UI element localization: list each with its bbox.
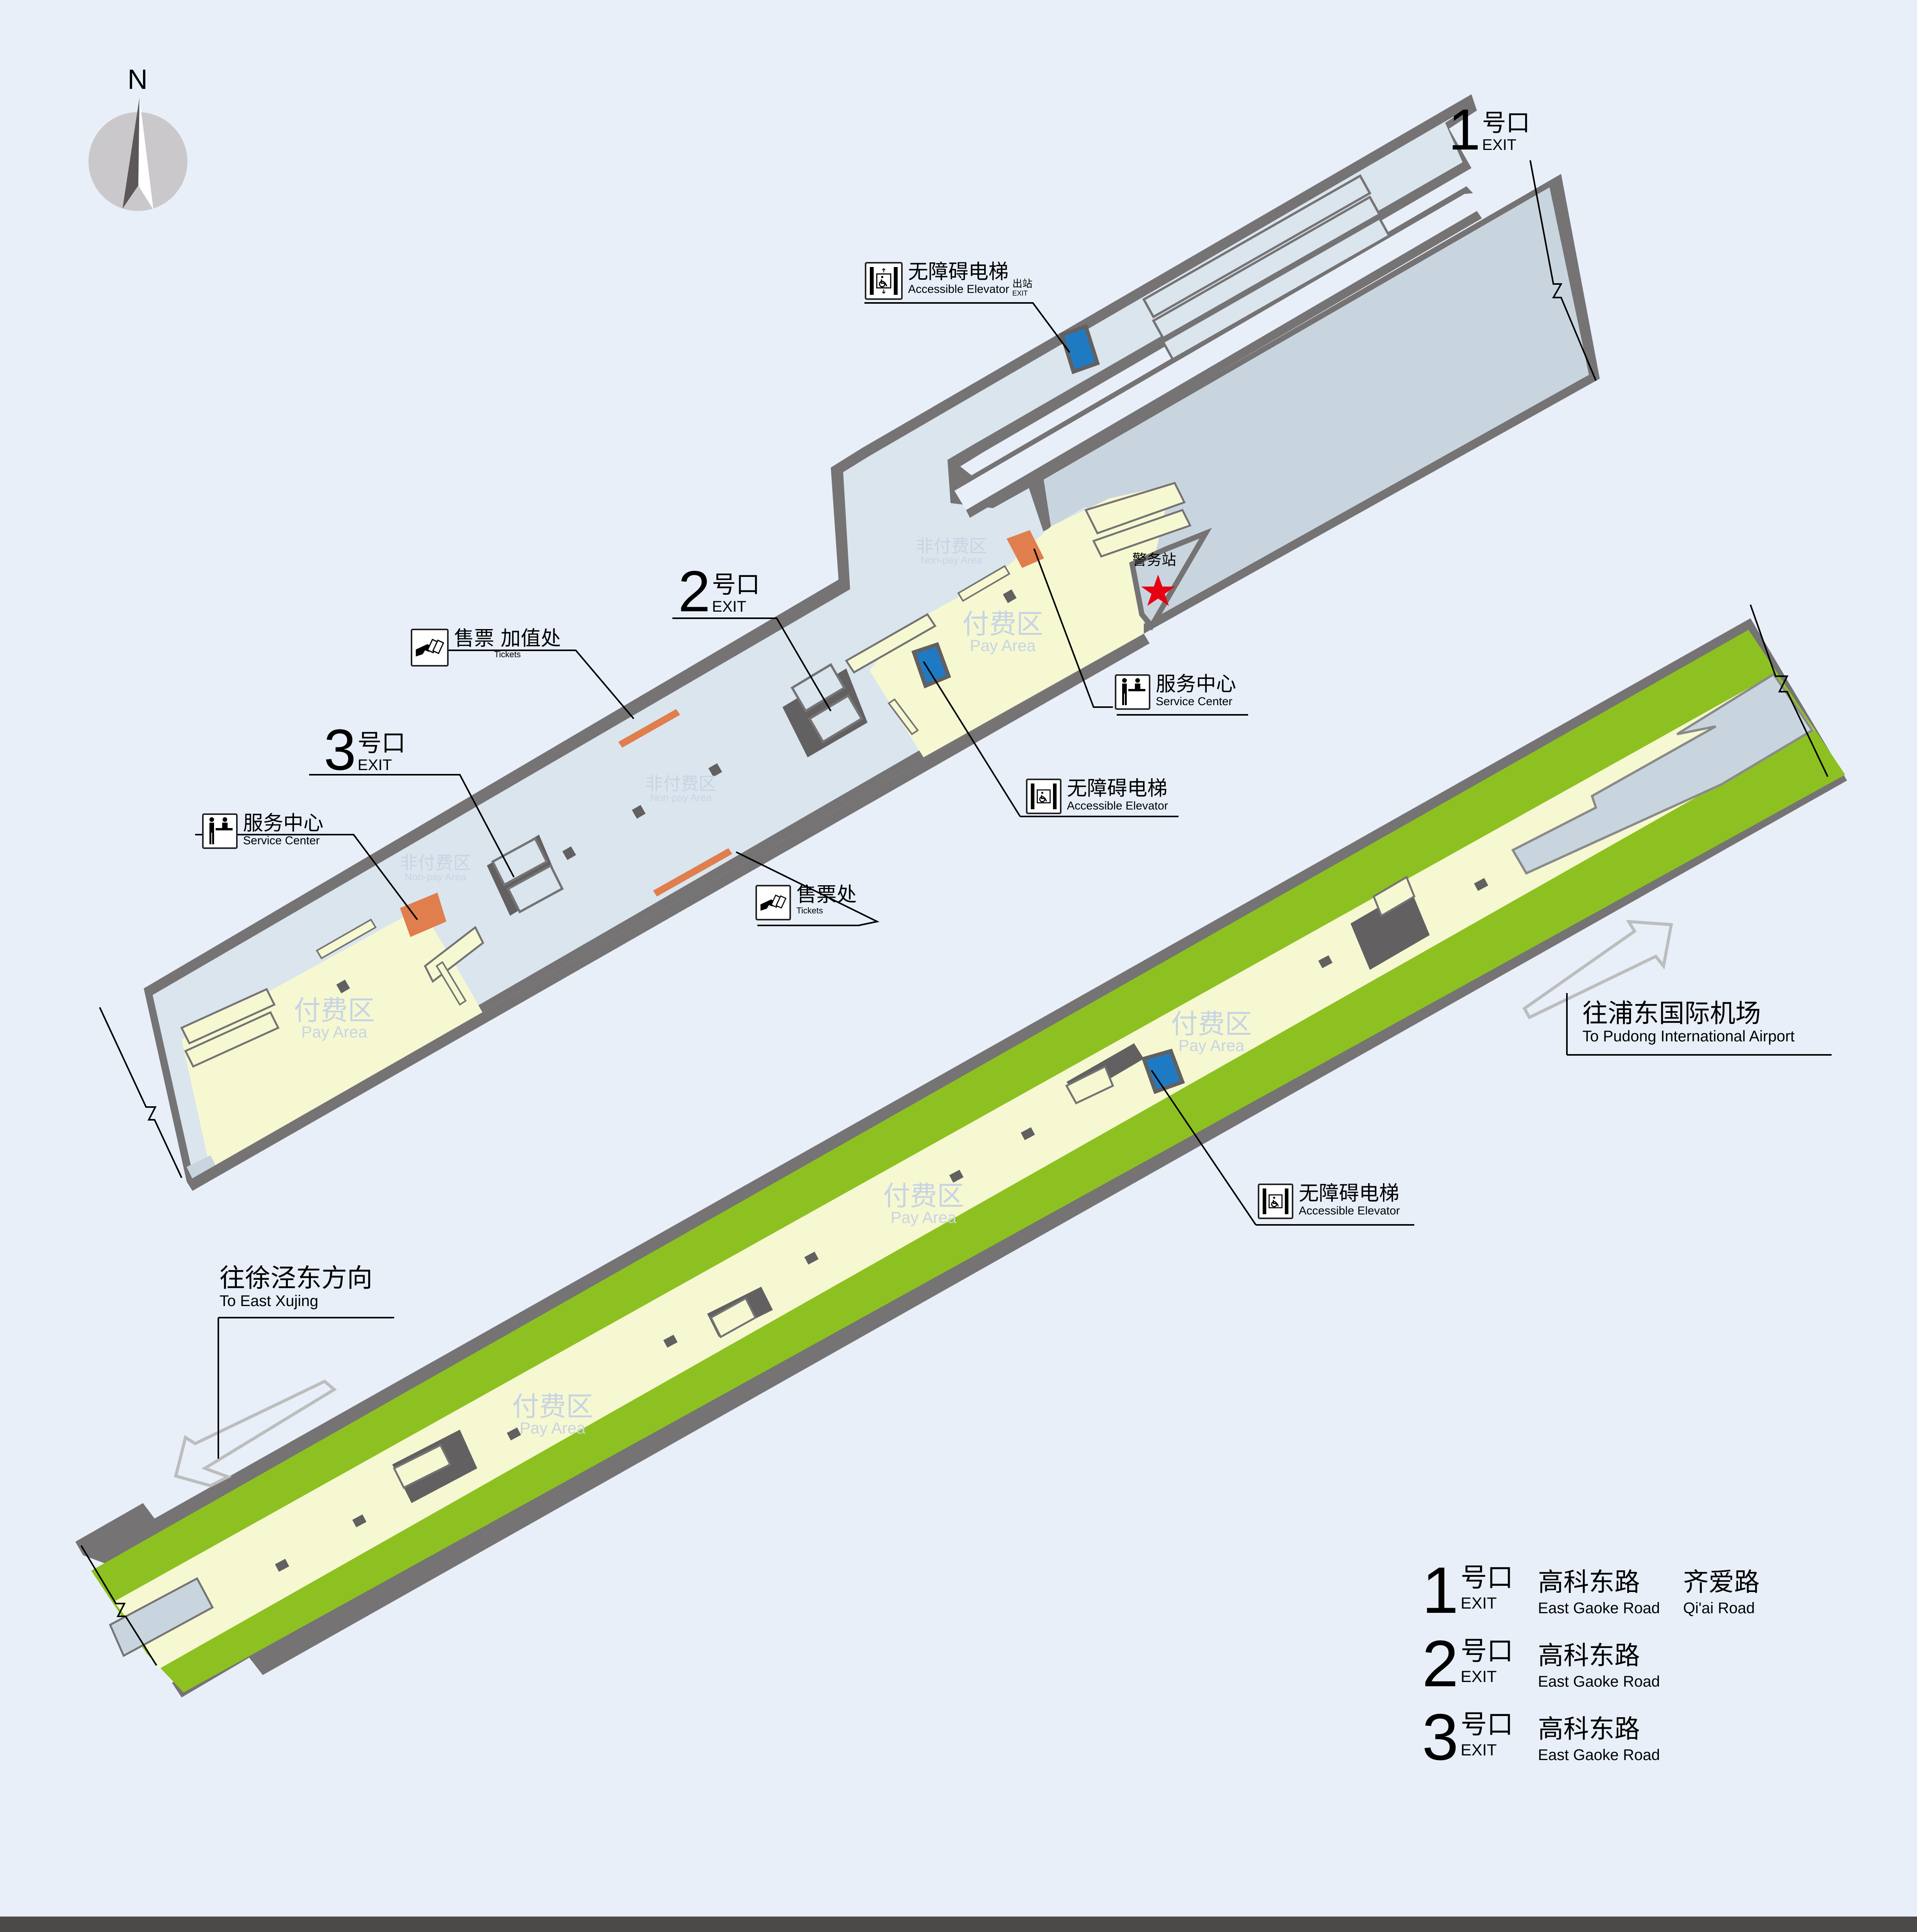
- accessible-elevator-icon: [1258, 1184, 1293, 1219]
- corridor-gap: [954, 194, 1477, 510]
- service-center-icon: [202, 813, 238, 849]
- escalators-to-platform: [180, 481, 1192, 1068]
- service-center-east-box: [1007, 530, 1044, 568]
- platform-columns: [275, 878, 1488, 1572]
- pay-area-east: [869, 485, 1171, 757]
- elevator-platform-box: [1141, 1048, 1185, 1094]
- break-line: [80, 604, 1829, 1666]
- break-line: [99, 160, 1597, 1178]
- stairs-exit-2: [782, 663, 867, 757]
- compass-north-label: N: [128, 64, 148, 95]
- arrow-west-icon: [174, 1379, 337, 1488]
- accessible-elevator-icon: [1026, 779, 1061, 814]
- ticket-machines: [618, 709, 732, 896]
- elevator-exit-box: [1059, 324, 1100, 374]
- tickets-icon: [755, 885, 791, 920]
- platform-stairs: [392, 876, 1430, 1503]
- tickets-icon: [411, 629, 449, 667]
- columns: [336, 589, 1017, 993]
- fare-gates: [316, 565, 1010, 1006]
- footer-bar: 站层图 Station Floor Map 2号线 Line 2 唐镇 Tang…: [0, 1917, 1917, 1932]
- service-center-west-box: [400, 893, 446, 937]
- elevator-concourse-box: [911, 642, 951, 689]
- platform-pay-floor: [114, 674, 1814, 1669]
- service-center-icon: [1115, 674, 1150, 710]
- escalator-exit-1: [1142, 174, 1391, 361]
- pay-area-west: [182, 916, 487, 1171]
- arrow-east-icon: [1522, 920, 1673, 1020]
- police-star-icon: [1141, 575, 1175, 606]
- stairs-exit-3: [487, 835, 564, 916]
- platform-restricted-west: [109, 1577, 214, 1657]
- compass-icon: [88, 97, 187, 211]
- accessible-elevator-icon: [865, 262, 903, 300]
- police-station-label: 警务站: [1132, 551, 1177, 568]
- leader-lines: [195, 302, 1832, 1459]
- restricted-area-west: [187, 1155, 218, 1180]
